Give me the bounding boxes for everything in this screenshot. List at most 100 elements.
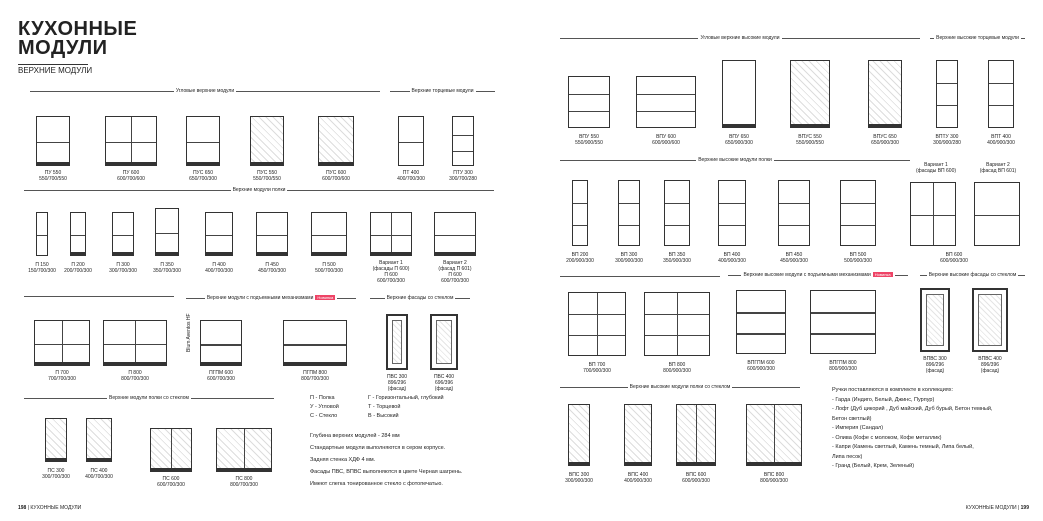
section-header-corner-high: Угловые верхние высокие модули bbox=[560, 35, 920, 45]
cabinet-drawing bbox=[398, 116, 424, 166]
cabinet-drawing bbox=[568, 292, 626, 356]
cabinet-drawing bbox=[205, 212, 233, 256]
notes: Глубина верхних модулей - 284 мм Стандар… bbox=[310, 433, 463, 487]
section-header-shelves: Верхние модули полки bbox=[24, 187, 494, 197]
facade-drawing bbox=[386, 314, 408, 370]
cabinet-drawing bbox=[624, 404, 652, 466]
cabinet-drawing bbox=[868, 60, 902, 128]
cabinet-drawing bbox=[103, 320, 167, 366]
section-header-facades-high: Верхние высокие фасады со стеклом bbox=[920, 272, 1025, 282]
section-header-facades: Верхние фасады со стеклом bbox=[370, 295, 470, 305]
cabinet-drawing bbox=[736, 290, 786, 354]
left-page: КУХОННЫЕ МОДУЛИ ВЕРХНИЕ МОДУЛИ Угловые в… bbox=[0, 0, 521, 521]
cabinet-drawing bbox=[155, 208, 179, 256]
facade-drawing bbox=[430, 314, 458, 370]
cabinet-drawing bbox=[36, 116, 70, 166]
legend-abbreviations: Г - Горизонтальный, глубокий Т - Торцево… bbox=[368, 395, 444, 419]
cabinet-drawing bbox=[36, 212, 48, 256]
facade-drawing bbox=[920, 288, 950, 352]
cabinet-drawing bbox=[150, 428, 192, 472]
facade-drawing bbox=[972, 288, 1008, 352]
cabinet-drawing bbox=[746, 404, 802, 466]
section-header-lift-high: Верхние высокие модули с подъемными меха… bbox=[728, 272, 908, 282]
cabinet-drawing bbox=[572, 180, 588, 246]
cabinet-drawing bbox=[722, 60, 756, 128]
cabinet-drawing bbox=[636, 76, 696, 128]
cabinet-drawing bbox=[676, 404, 716, 466]
section-header-shelves-high: Верхние высокие модули полки bbox=[560, 157, 910, 167]
cabinet-drawing bbox=[86, 418, 112, 462]
cabinet-drawing bbox=[568, 76, 610, 128]
section-header-end: Верхние торцевые модули bbox=[390, 88, 495, 98]
cabinet-drawing bbox=[718, 180, 746, 246]
divider bbox=[18, 64, 88, 65]
cabinet-drawing bbox=[370, 212, 412, 256]
cabinet-drawing bbox=[568, 404, 590, 466]
variant-label: Вариант 1 (фасады ВП 600) bbox=[915, 162, 957, 174]
cabinet-drawing bbox=[810, 290, 876, 354]
cabinet-drawing bbox=[644, 292, 710, 356]
page-footer: КУХОННЫЕ МОДУЛИ | 199 bbox=[965, 505, 1029, 511]
page-subtitle: ВЕРХНИЕ МОДУЛИ bbox=[18, 66, 93, 75]
cabinet-drawing bbox=[105, 116, 157, 166]
cabinet-drawing bbox=[452, 116, 474, 166]
vertical-label: Blum Aventos HF bbox=[186, 313, 192, 352]
cabinet-drawing bbox=[664, 180, 690, 246]
cabinet-drawing bbox=[910, 182, 956, 246]
cabinet-drawing bbox=[256, 212, 288, 256]
legend-abbreviations: П - Полка У - Угловой С - Стекло bbox=[310, 395, 339, 419]
right-page: Угловые верхние высокие модули Верхние в… bbox=[522, 0, 1043, 521]
cabinet-drawing bbox=[216, 428, 272, 472]
cabinet-drawing bbox=[936, 60, 958, 128]
cabinet-drawing bbox=[186, 116, 220, 166]
cabinet-drawing bbox=[283, 320, 347, 366]
cabinet-drawing bbox=[318, 116, 354, 166]
cabinet-drawing bbox=[70, 212, 86, 256]
page-title: КУХОННЫЕ МОДУЛИ bbox=[18, 18, 138, 59]
cabinet-drawing bbox=[311, 212, 347, 256]
divider bbox=[560, 276, 720, 277]
cabinet-drawing bbox=[778, 180, 810, 246]
